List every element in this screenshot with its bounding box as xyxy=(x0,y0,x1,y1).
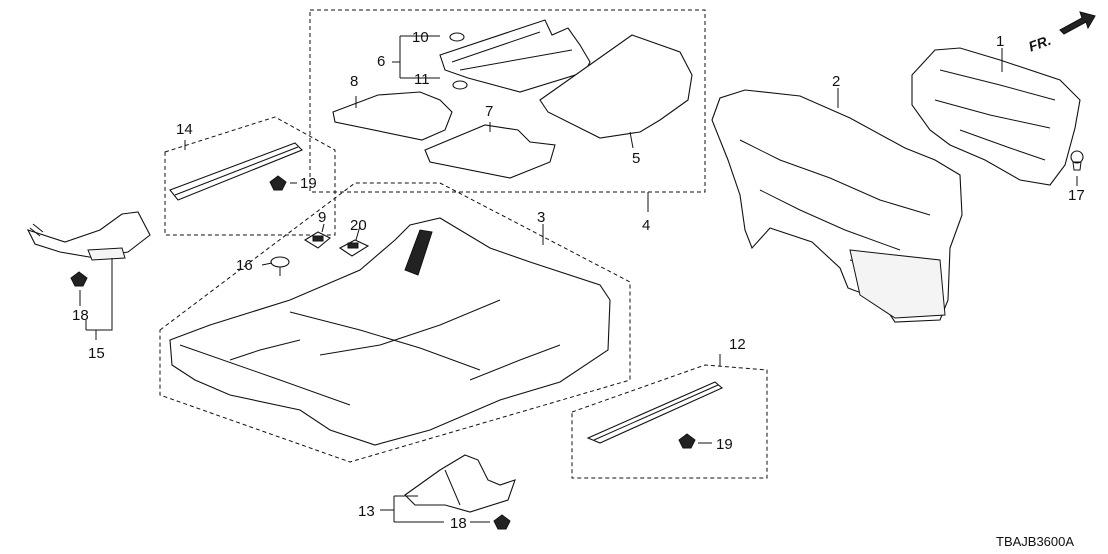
callout-14: 14 xyxy=(176,121,193,138)
clip-9 xyxy=(303,231,331,249)
clip-20 xyxy=(338,239,370,257)
callout-15: 15 xyxy=(88,345,105,362)
front-mat-passenger xyxy=(539,34,693,139)
kick-panel-right xyxy=(404,454,516,513)
side-sill-garnish-group xyxy=(164,116,336,236)
callout-5: 5 xyxy=(632,150,640,167)
clip-19-upper xyxy=(269,175,287,191)
clip-17 xyxy=(1070,150,1084,171)
side-sill-garnish-right-group xyxy=(571,364,768,479)
callout-19-upper: 19 xyxy=(300,175,317,192)
callout-17: 17 xyxy=(1068,187,1085,204)
clip-18-left xyxy=(70,271,88,287)
callout-11: 11 xyxy=(414,71,430,88)
diagram-code: TBAJB3600A xyxy=(996,534,1074,549)
mat-clip-11 xyxy=(452,80,468,90)
callout-13: 13 xyxy=(358,503,375,520)
front-mat-driver xyxy=(439,19,591,93)
callout-1: 1 xyxy=(996,33,1004,50)
callout-9: 9 xyxy=(318,209,326,226)
callout-18-right: 18 xyxy=(450,515,467,532)
callout-16: 16 xyxy=(236,257,253,274)
callout-labels: 1 2 3 4 5 6 7 8 9 10 11 12 13 14 15 16 1… xyxy=(72,29,1085,532)
callout-18-left: 18 xyxy=(72,307,89,324)
callout-12: 12 xyxy=(729,336,746,353)
callout-20: 20 xyxy=(350,217,367,234)
dashboard-insulator-outer xyxy=(711,89,963,323)
rear-mat-left xyxy=(332,91,453,141)
kick-panel-left xyxy=(26,211,151,261)
floor-carpet-group xyxy=(159,182,631,463)
dashboard-insulator-inner xyxy=(911,47,1081,186)
callout-2: 2 xyxy=(832,73,840,90)
rear-mat-right xyxy=(424,124,556,179)
callout-3: 3 xyxy=(537,209,545,226)
mat-clip-10 xyxy=(449,32,465,42)
clip-19-lower xyxy=(678,433,696,449)
callout-7: 7 xyxy=(485,103,493,120)
leader-lines xyxy=(79,35,1078,523)
callout-10: 10 xyxy=(412,29,429,46)
clip-18-right xyxy=(493,514,511,530)
callout-6: 6 xyxy=(377,53,385,70)
floor-mat-set-group xyxy=(309,9,706,193)
front-marker-label: FR. xyxy=(1026,32,1053,55)
floor-carpet xyxy=(169,217,611,446)
callout-4: 4 xyxy=(642,217,650,234)
callout-8: 8 xyxy=(350,73,358,90)
clip-16 xyxy=(270,256,290,276)
callout-19-lower: 19 xyxy=(716,436,733,453)
front-direction-arrow xyxy=(1059,11,1096,35)
